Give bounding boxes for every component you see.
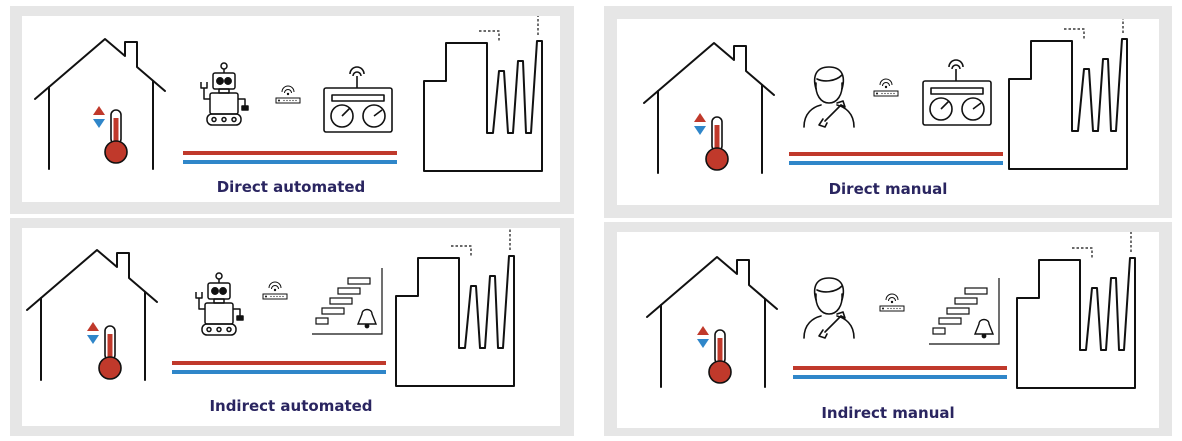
factory-icon (1016, 232, 1136, 389)
panel-indirect-automated: Indirect automated (10, 218, 574, 436)
remote-control-icon (922, 59, 992, 126)
wifi-router-icon (879, 293, 905, 312)
card-indirect-automated: Indirect automated (22, 228, 560, 426)
person-wrench-icon (803, 66, 855, 128)
diagram-direct-manual (643, 19, 1128, 174)
diagram-direct-automated (34, 16, 543, 172)
card-indirect-manual: Indirect manual (617, 232, 1159, 428)
panel-direct-manual: Direct manual (604, 6, 1172, 218)
house-icon (26, 249, 158, 381)
remote-control-icon (323, 66, 393, 133)
person-wrench-icon (803, 277, 855, 339)
label-direct-manual: Direct manual (828, 180, 948, 198)
factory-icon (423, 16, 543, 172)
house-icon (34, 38, 166, 170)
robot-icon (195, 272, 244, 336)
thermometer-icon (92, 105, 128, 164)
gantt-chart-icon (928, 277, 1000, 345)
panel-direct-automated: Direct automated (10, 6, 574, 214)
heat-pipes (172, 361, 386, 374)
wifi-router-icon (262, 281, 288, 300)
card-direct-manual: Direct manual (617, 19, 1159, 205)
wifi-router-icon (873, 78, 899, 97)
heat-pipes (183, 151, 397, 164)
label-indirect-manual: Indirect manual (821, 404, 955, 422)
card-direct-automated: Direct automated (22, 16, 560, 202)
label-indirect-automated: Indirect automated (209, 397, 373, 415)
wifi-router-icon (275, 85, 301, 104)
robot-icon (200, 62, 249, 126)
thermometer-icon (693, 112, 729, 171)
diagram-indirect-manual (646, 232, 1136, 389)
thermometer-icon (696, 325, 732, 384)
label-direct-automated: Direct automated (216, 178, 366, 196)
panel-indirect-manual: Indirect manual (604, 222, 1172, 436)
heat-pipes (789, 152, 1003, 165)
factory-icon (395, 228, 515, 387)
heat-pipes (793, 366, 1007, 379)
gantt-chart-icon (311, 267, 383, 335)
thermometer-icon (86, 321, 122, 380)
factory-icon (1008, 19, 1128, 170)
